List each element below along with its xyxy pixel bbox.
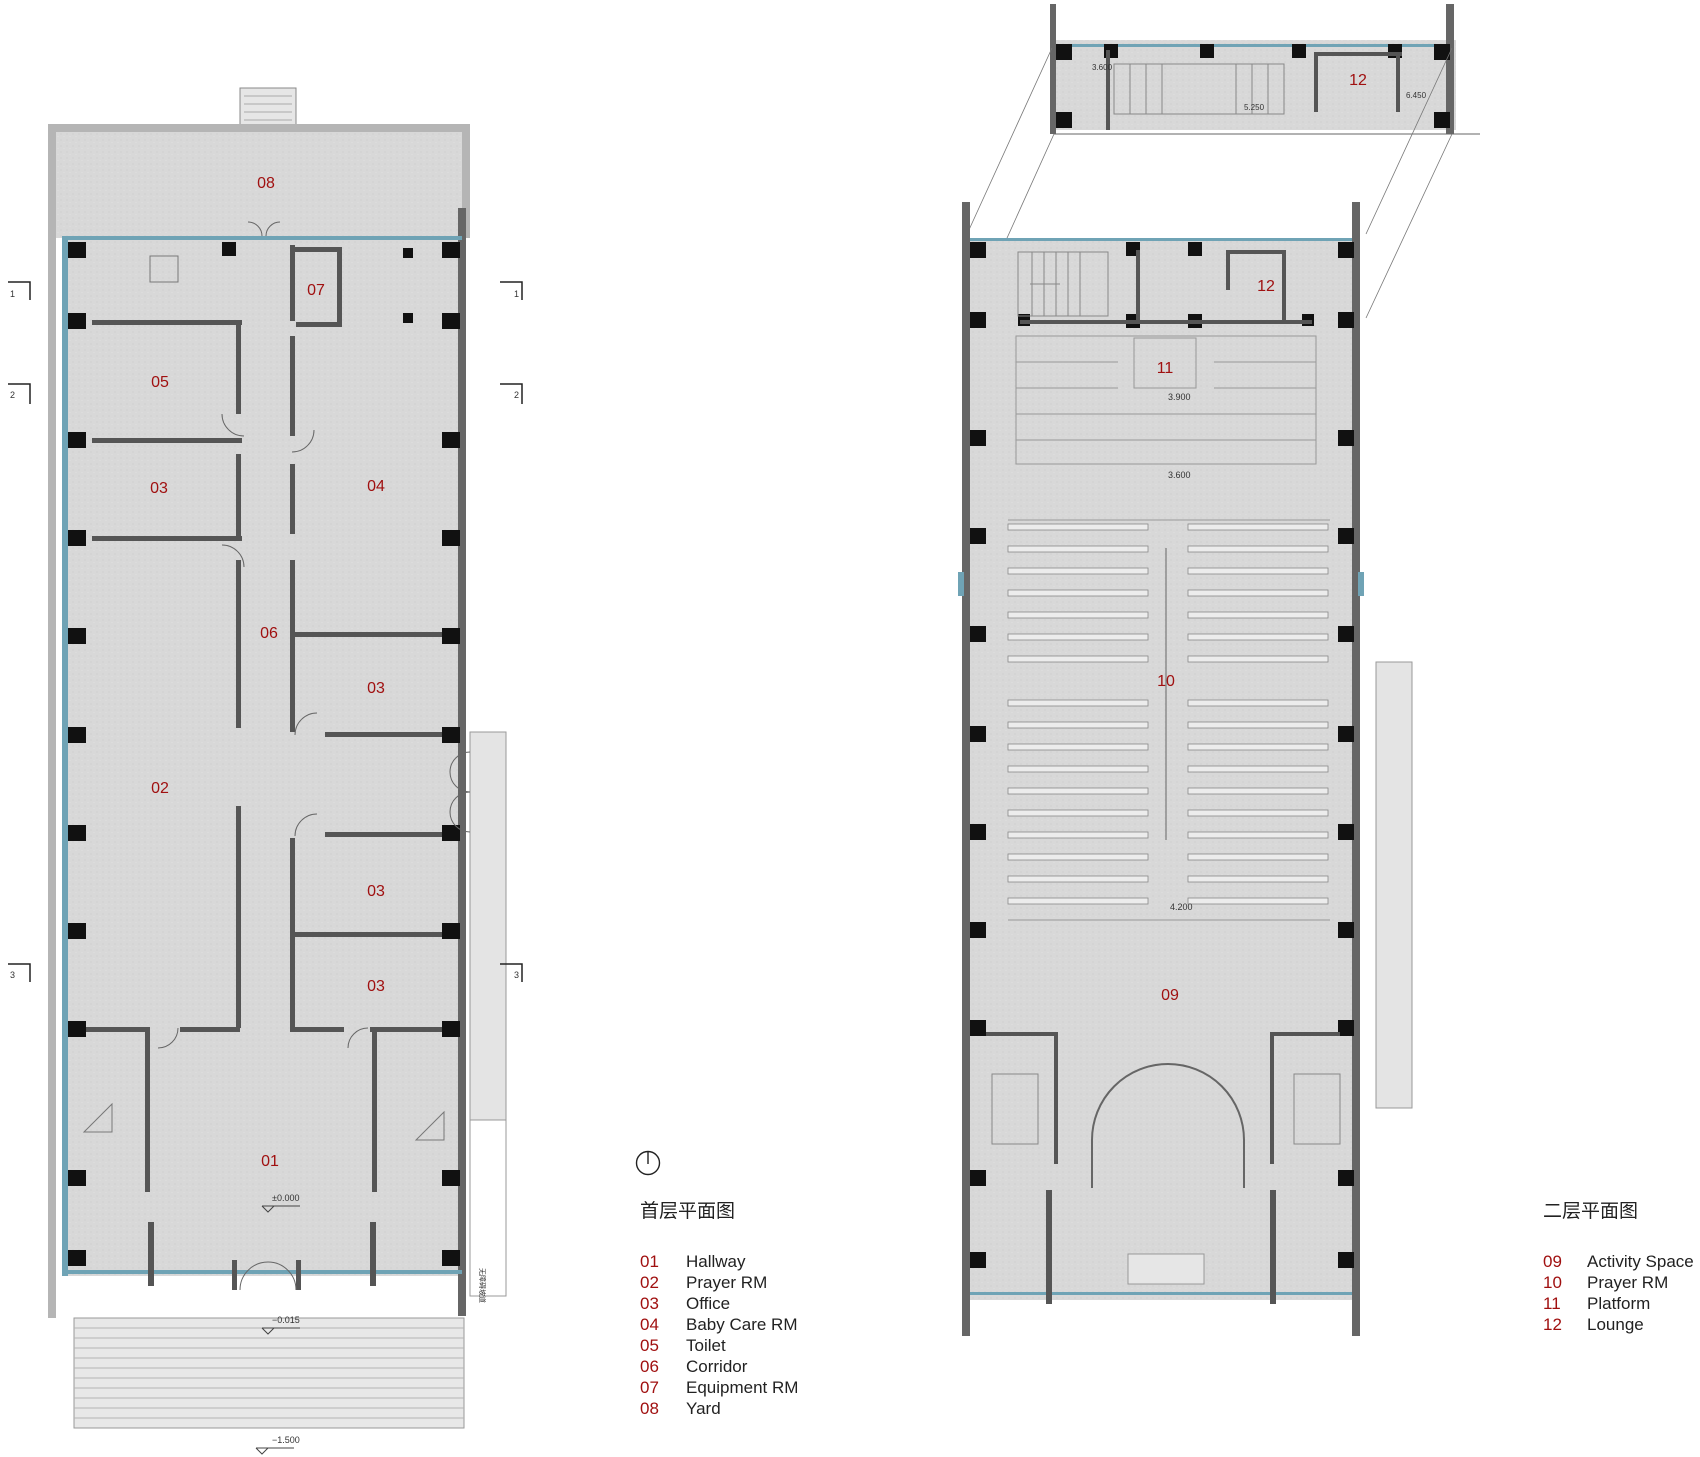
section-mark: 1 [10,289,15,299]
elevation-mark: 3.600 [1092,63,1113,72]
ramp-annotation: 无障碍坡道 [478,1268,487,1303]
north-arrow-icon [635,1150,661,1176]
plan-tag-office: 03 [367,978,385,995]
plan-tag-office: 03 [150,480,168,497]
elevation-mark: −1.500 [272,1435,300,1445]
plan-tag-platform: 11 [1157,360,1174,377]
plan-tag-yard: 08 [257,175,275,192]
second-floor-title: 二层平面图 [1543,1201,1639,1222]
elevation-mark: 3.600 [1168,470,1191,480]
plan-tag-hallway: 01 [261,1153,279,1170]
elevation-mark: 6.450 [1406,91,1427,100]
ground-floor-title: 首层平面图 [640,1201,736,1222]
elevation-mark: −0.015 [272,1315,300,1325]
elevation-mark: 4.200 [1170,902,1193,912]
plan-tag-activity-space: 09 [1161,987,1179,1004]
side-ramp [469,731,507,1143]
section-mark: 2 [10,390,15,400]
plan-tag-equipment-rm: 07 [307,282,325,299]
entry-arch [1091,1063,1245,1188]
plan-tag-lounge: 12 [1349,72,1367,89]
section-mark: 2 [514,390,519,400]
elevation-mark: 3.900 [1168,392,1191,402]
plan-tag-baby-care-rm: 04 [367,478,385,495]
section-mark: 3 [10,970,15,980]
yard-area [56,132,462,238]
plan-tag-office: 03 [367,883,385,900]
plan-tag-corridor: 06 [260,625,278,642]
plan-tag-office: 03 [367,680,385,697]
ground-floor-plan: 08 07 05 03 04 06 03 02 03 03 01 ±0.000 … [8,87,523,1455]
plan-tag-lounge: 12 [1257,278,1275,295]
second-floor-plan: 12 3.600 5.250 6.450 [958,4,1480,1336]
section-mark: 3 [514,970,519,980]
front-steps [73,1317,465,1429]
ground-floor-slab [66,238,462,1276]
section-mark: 1 [514,289,519,299]
plan-tag-toilet: 05 [151,374,169,391]
plan-tag-prayer-rm: 10 [1157,673,1175,690]
elevation-mark: 5.250 [1244,103,1265,112]
elevation-mark: ±0.000 [272,1193,299,1203]
plan-tag-prayer-rm: 02 [151,780,169,797]
